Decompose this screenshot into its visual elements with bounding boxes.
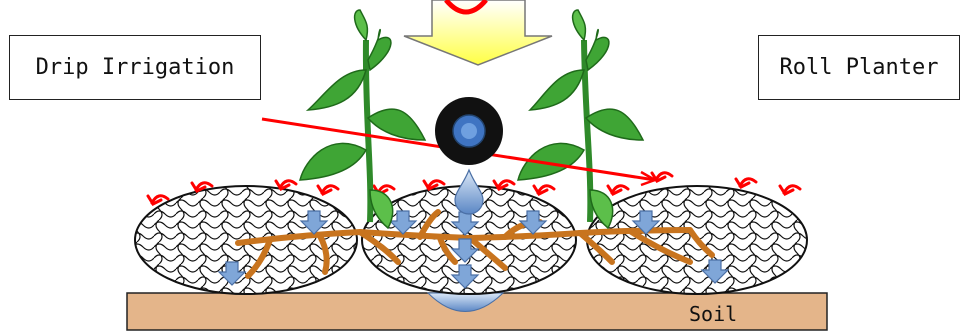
roller-icon bbox=[435, 97, 503, 165]
drip-irrigation-text: Drip Irrigation bbox=[36, 55, 235, 80]
roll-planter-text: Roll Planter bbox=[780, 55, 939, 80]
drip-irrigation-label: Drip Irrigation bbox=[9, 35, 261, 100]
roll-planter-label: Roll Planter bbox=[758, 35, 960, 100]
water-droplet-icon bbox=[455, 170, 483, 214]
soil-label: Soil bbox=[689, 302, 737, 326]
